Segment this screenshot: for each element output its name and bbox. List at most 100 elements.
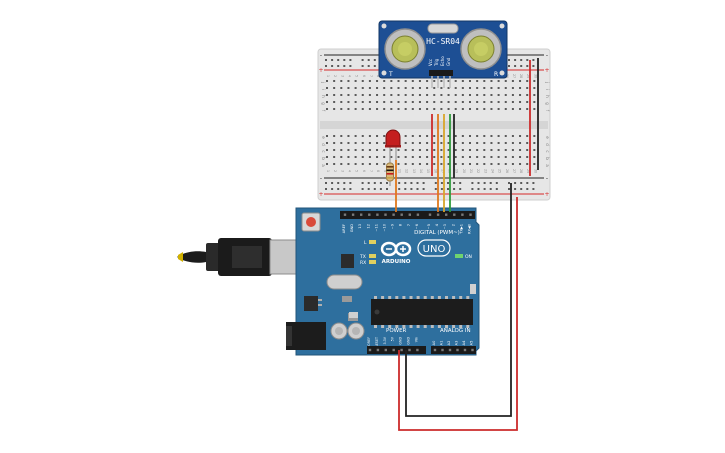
terminal-hole bbox=[426, 108, 429, 110]
terminal-hole bbox=[490, 87, 493, 89]
column-number: 7 bbox=[369, 170, 373, 172]
analog-pin-label: A3 bbox=[455, 341, 459, 346]
analog-header bbox=[431, 346, 476, 354]
terminal-hole bbox=[454, 163, 457, 165]
terminal-hole bbox=[333, 80, 336, 82]
terminal-hole bbox=[411, 108, 414, 110]
analog-pin-socket bbox=[441, 348, 444, 352]
rail-hole bbox=[495, 182, 498, 184]
terminal-hole bbox=[404, 94, 407, 96]
terminal-hole bbox=[469, 80, 471, 82]
digital-pin-label: 13 bbox=[358, 224, 362, 229]
terminal-hole bbox=[483, 108, 486, 110]
terminal-hole bbox=[533, 163, 536, 165]
terminal-hole bbox=[347, 135, 350, 137]
terminal-hole bbox=[533, 108, 536, 110]
terminal-hole bbox=[326, 149, 328, 151]
terminal-hole bbox=[454, 135, 457, 137]
terminal-hole bbox=[476, 101, 479, 103]
terminal-hole bbox=[340, 94, 343, 96]
rail-hole bbox=[325, 182, 327, 184]
terminal-hole bbox=[440, 156, 443, 158]
digital-pin-label: ~11 bbox=[374, 224, 378, 232]
terminal-hole bbox=[526, 135, 529, 137]
rail-minus-label: - bbox=[320, 52, 322, 59]
chip-pin bbox=[437, 296, 441, 299]
terminal-hole bbox=[476, 163, 479, 165]
terminal-hole bbox=[504, 163, 507, 165]
analog-pin-socket bbox=[463, 348, 467, 352]
terminal-hole bbox=[411, 142, 414, 144]
icsp-header-small bbox=[349, 312, 358, 318]
red-led bbox=[385, 129, 401, 147]
terminal-hole bbox=[368, 156, 371, 158]
row-letter: i bbox=[545, 89, 550, 90]
digital-pin-label: GND bbox=[350, 224, 354, 232]
rail-hole bbox=[349, 59, 352, 61]
terminal-hole bbox=[383, 156, 386, 158]
terminal-hole bbox=[469, 142, 471, 144]
terminal-hole bbox=[526, 80, 529, 82]
terminal-hole bbox=[454, 80, 457, 82]
terminal-hole bbox=[504, 108, 507, 110]
power-header bbox=[367, 346, 426, 354]
terminal-hole bbox=[326, 80, 328, 82]
dc-jack-opening bbox=[286, 326, 292, 346]
terminal-hole bbox=[461, 94, 464, 96]
column-number: 22 bbox=[476, 169, 480, 173]
terminal-hole bbox=[333, 163, 336, 165]
terminal-hole bbox=[418, 163, 421, 165]
column-number: 12 bbox=[405, 169, 409, 173]
terminal-hole bbox=[497, 94, 500, 96]
terminal-hole bbox=[411, 94, 414, 96]
terminal-hole bbox=[390, 80, 393, 82]
terminal-hole bbox=[447, 142, 450, 144]
rail-hole bbox=[343, 59, 346, 61]
terminal-hole bbox=[526, 94, 529, 96]
rail-hole bbox=[447, 182, 449, 184]
rail-plus-label: + bbox=[318, 67, 323, 74]
terminal-hole bbox=[411, 149, 414, 151]
rail-hole bbox=[325, 59, 327, 61]
rail-hole bbox=[361, 182, 364, 184]
rail-hole bbox=[514, 59, 517, 61]
rail-hole bbox=[373, 59, 376, 61]
rail-hole bbox=[325, 188, 327, 190]
terminal-hole bbox=[418, 142, 421, 144]
terminal-hole bbox=[376, 94, 379, 96]
terminal-hole bbox=[426, 149, 429, 151]
tx-led bbox=[369, 254, 376, 258]
rail-hole bbox=[349, 182, 352, 184]
terminal-hole bbox=[483, 94, 486, 96]
rail-hole bbox=[447, 188, 449, 190]
usb-cable bbox=[177, 238, 272, 276]
terminal-hole bbox=[454, 156, 457, 158]
terminal-hole bbox=[454, 87, 457, 89]
terminal-hole bbox=[361, 108, 364, 110]
terminal-hole bbox=[526, 87, 529, 89]
terminal-hole bbox=[390, 149, 393, 151]
terminal-hole bbox=[368, 101, 371, 103]
analog-pin-label: A0 bbox=[432, 340, 436, 345]
terminal-hole bbox=[397, 94, 400, 96]
terminal-hole bbox=[426, 87, 429, 89]
column-number: 29 bbox=[526, 74, 530, 78]
terminal-hole bbox=[440, 87, 443, 89]
terminal-hole bbox=[397, 101, 400, 103]
rail-minus-label: - bbox=[320, 175, 322, 182]
terminal-hole bbox=[347, 101, 350, 103]
analog-header-label: ANALOG IN bbox=[440, 328, 471, 334]
digital-pin-socket bbox=[428, 213, 432, 216]
terminal-hole bbox=[368, 163, 371, 165]
rail-hole bbox=[331, 65, 334, 67]
column-number: 29 bbox=[526, 169, 530, 173]
chip-pin bbox=[452, 296, 456, 299]
digital-pin-label: AREF bbox=[342, 224, 346, 233]
chip-pin bbox=[445, 325, 448, 328]
column-number: 25 bbox=[498, 169, 502, 173]
terminal-hole bbox=[490, 135, 493, 137]
terminal-hole bbox=[354, 156, 357, 158]
terminal-hole bbox=[376, 149, 379, 151]
rail-hole bbox=[410, 182, 413, 184]
sensor-header bbox=[429, 70, 453, 76]
